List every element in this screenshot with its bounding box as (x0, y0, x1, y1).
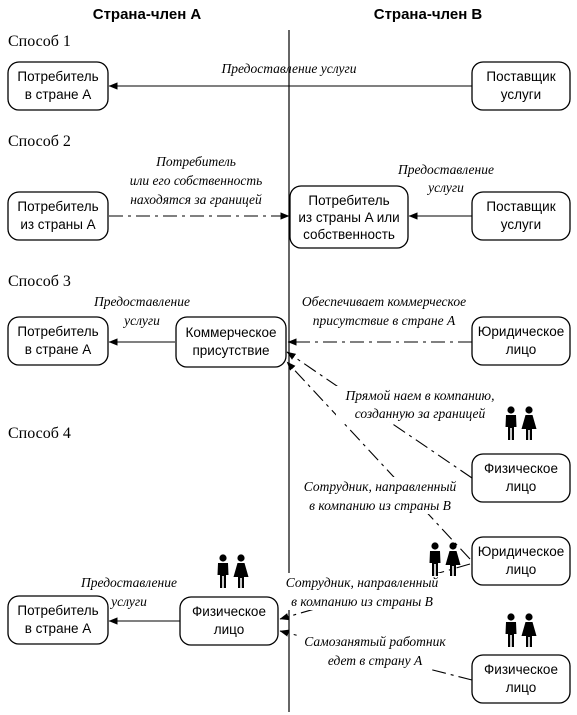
svg-text:Потребитель: Потребитель (17, 69, 98, 84)
label-m4-sent-1: Сотрудник, направленный в компанию из ст… (296, 477, 466, 514)
svg-text:присутствие: присутствие (192, 343, 269, 358)
label-m1-supply: Предоставление услуги (221, 61, 357, 76)
svg-text:находятся за границей: находятся за границей (130, 192, 262, 207)
box-m1-supplier: Поставщик услуги (471, 61, 571, 111)
header-country-b: Страна-член B (374, 6, 483, 23)
svg-text:Поставщик: Поставщик (486, 199, 555, 214)
svg-text:или его собственность: или его собственность (130, 173, 263, 188)
svg-text:в компанию из страны B: в компанию из страны B (291, 594, 433, 609)
svg-text:из страны A или: из страны A или (298, 210, 399, 225)
svg-text:Физическое: Физическое (484, 461, 558, 476)
svg-text:Потребитель: Потребитель (17, 199, 98, 214)
man-and-woman-icon (217, 554, 249, 588)
method-4-title: Способ 4 (8, 425, 71, 442)
box-m1-consumer: Потребитель в стране A (7, 61, 109, 111)
box-m4-natural-person-b2: Физическое лицо (471, 654, 571, 704)
svg-text:Потребитель: Потребитель (155, 154, 236, 169)
svg-text:услуги: услуги (501, 217, 541, 232)
label-m4-direct-hire: Прямой наем в компанию, созданную за гра… (336, 386, 506, 422)
svg-text:созданную за границей: созданную за границей (355, 406, 486, 421)
svg-text:Коммерческое: Коммерческое (185, 325, 276, 340)
svg-text:Обеспечивает коммерческое: Обеспечивает коммерческое (302, 294, 466, 309)
svg-text:Предоставление: Предоставление (93, 294, 190, 309)
label-m2-supply: Предоставление услуги (397, 162, 494, 195)
svg-text:Предоставление: Предоставление (80, 575, 177, 590)
svg-text:лицо: лицо (214, 622, 245, 637)
label-m2-consumer-abroad: Потребитель или его собственность находя… (130, 154, 263, 207)
box-m3-legal-entity: Юридическое лицо (471, 316, 571, 366)
label-m4-sent-2: Сотрудник, направленный в компанию из ст… (279, 573, 449, 610)
svg-text:Предоставление услуги: Предоставление услуги (221, 61, 357, 76)
svg-text:Юридическое: Юридическое (478, 324, 564, 339)
svg-text:в стране A: в стране A (25, 342, 92, 357)
box-m4-natural-person-a: Физическое лицо (179, 596, 279, 646)
label-m3-supply: Предоставление услуги (93, 294, 190, 328)
svg-text:Сотрудник, направленный: Сотрудник, направленный (304, 479, 457, 494)
svg-text:Потребитель: Потребитель (17, 324, 98, 339)
svg-text:Поставщик: Поставщик (486, 69, 555, 84)
method-1-title: Способ 1 (8, 33, 71, 50)
svg-text:Потребитель: Потребитель (308, 193, 389, 208)
svg-text:собственность: собственность (303, 227, 395, 242)
svg-text:в стране A: в стране A (25, 87, 92, 102)
svg-text:лицо: лицо (506, 342, 537, 357)
header-country-a: Страна-член A (93, 6, 202, 23)
svg-text:Самозанятый работник: Самозанятый работник (304, 634, 446, 649)
label-m4-self-employed: Самозанятый работник едет в страну A (297, 632, 457, 669)
box-m4-natural-person-b1: Физическое лицо (471, 453, 571, 503)
svg-text:из страны A: из страны A (20, 217, 95, 232)
svg-text:в стране A: в стране A (25, 621, 92, 636)
label-m4-supply: Предоставление услуги (80, 575, 177, 609)
box-m4-legal-entity: Юридическое лицо (471, 536, 571, 586)
svg-text:лицо: лицо (506, 562, 537, 577)
svg-text:Сотрудник, направленный: Сотрудник, направленный (286, 575, 439, 590)
svg-text:услуги: услуги (501, 87, 541, 102)
svg-text:едет в страну A: едет в страну A (328, 653, 423, 668)
svg-text:лицо: лицо (506, 479, 537, 494)
svg-text:Юридическое: Юридическое (478, 544, 564, 559)
box-m3-consumer: Потребитель в стране A (7, 316, 109, 366)
svg-text:Физическое: Физическое (192, 604, 266, 619)
man-and-woman-icon (505, 613, 537, 647)
box-m2-consumer-abroad: Потребитель из страны A или собственност… (289, 185, 409, 249)
svg-text:услуги: услуги (109, 594, 147, 609)
label-m3-presence: Обеспечивает коммерческое присутствие в … (302, 294, 466, 328)
svg-text:в компанию из страны B: в компанию из страны B (309, 498, 451, 513)
box-m3-commercial-presence: Коммерческое присутствие (175, 316, 287, 368)
man-and-woman-icon (429, 542, 461, 576)
svg-text:Физическое: Физическое (484, 662, 558, 677)
method-2-title: Способ 2 (8, 133, 71, 150)
svg-text:услуги: услуги (426, 180, 464, 195)
svg-text:услуги: услуги (122, 313, 160, 328)
method-3-title: Способ 3 (8, 273, 71, 290)
man-and-woman-icon (505, 406, 537, 440)
box-m2-consumer: Потребитель из страны A (7, 191, 109, 241)
svg-text:лицо: лицо (506, 680, 537, 695)
svg-text:Прямой наем в компанию,: Прямой наем в компанию, (345, 388, 495, 403)
m4-sent-to-presence-arrow (286, 361, 471, 560)
svg-text:присутствие в стране A: присутствие в стране A (313, 313, 456, 328)
box-m2-supplier: Поставщик услуги (471, 191, 571, 241)
svg-text:Потребитель: Потребитель (17, 603, 98, 618)
box-m4-consumer: Потребитель в стране A (7, 595, 109, 645)
svg-text:Предоставление: Предоставление (397, 162, 494, 177)
